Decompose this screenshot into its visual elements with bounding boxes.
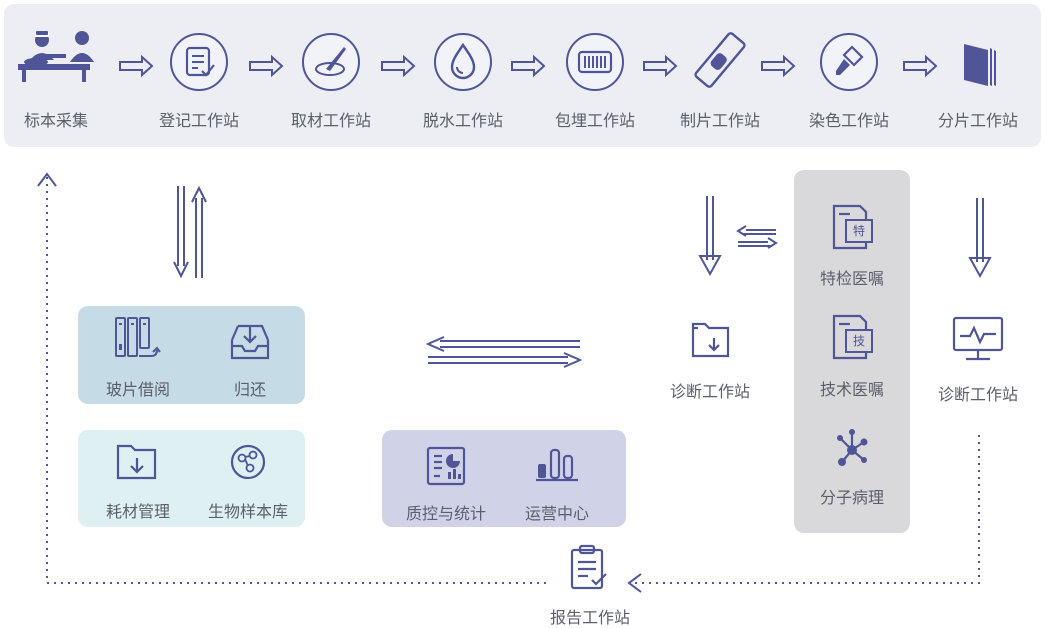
arrow-right-icon — [381, 54, 416, 78]
diagnosis-workstation-left-label: 诊断工作站 — [669, 382, 750, 401]
step-label-slide-making: 制片工作站 — [679, 111, 760, 130]
special-exam-order-label: 特检医嘱 — [819, 269, 884, 288]
special-order-doc-icon: 特 — [830, 204, 876, 252]
diagnosis-folder-icon — [690, 320, 732, 360]
water-drop-icon — [434, 33, 492, 91]
clipboard-check-icon — [568, 544, 612, 592]
registration-form-icon — [170, 33, 228, 91]
step-label-staining: 染色工作站 — [808, 111, 889, 130]
stain-brush-icon — [820, 33, 878, 91]
special-order-badge: 特 — [852, 224, 865, 238]
slide-borrow-icon — [113, 316, 161, 362]
step-label-slide-sorting: 分片工作站 — [937, 111, 1018, 130]
folder-download-icon — [115, 440, 159, 482]
bar-chart-icon — [536, 446, 578, 482]
slide-borrow-label: 玻片借阅 — [105, 380, 170, 399]
biobank-network-icon — [228, 442, 268, 482]
molecular-pathology-label: 分子病理 — [819, 488, 884, 507]
report-dashboard-icon — [426, 446, 466, 486]
arrow-right-icon — [119, 54, 154, 78]
slide-icon — [692, 30, 748, 90]
step-label-registration: 登记工作站 — [158, 111, 239, 130]
bidirectional-vertical-arrow-icon — [173, 185, 207, 279]
return-label: 归还 — [233, 380, 266, 399]
bidirectional-horizontal-arrow-icon — [425, 336, 583, 368]
embedding-cassette-icon — [566, 33, 624, 91]
consumables-biobank-panel — [78, 430, 305, 527]
arrow-down-icon — [968, 198, 992, 279]
molecule-icon — [830, 428, 874, 472]
tech-order-badge: 技 — [852, 334, 865, 348]
step-label-embedding: 包埋工作站 — [554, 111, 635, 130]
consumables-label: 耗材管理 — [105, 502, 170, 521]
diagnosis-workstation-right-label: 诊断工作站 — [937, 385, 1018, 404]
step-label-grossing: 取材工作站 — [290, 111, 371, 130]
arrow-right-icon — [249, 54, 284, 78]
arrow-right-icon — [511, 54, 546, 78]
monitor-pulse-icon — [950, 316, 1006, 362]
exchange-arrows-icon — [736, 225, 778, 249]
arrow-right-icon — [761, 54, 796, 78]
scalpel-dish-icon — [302, 33, 360, 91]
arrow-right-icon — [903, 54, 938, 78]
tech-order-doc-icon: 技 — [830, 314, 876, 362]
return-inbox-icon — [228, 320, 272, 364]
arrow-right-icon — [643, 54, 678, 78]
step-label-dehydration: 脱水工作站 — [422, 111, 503, 130]
quality-operations-panel — [382, 430, 626, 527]
doctor-patient-icon — [16, 26, 96, 86]
slide-stack-icon — [954, 40, 1004, 90]
arrow-down-icon — [698, 196, 722, 277]
report-workstation-label: 报告工作站 — [549, 608, 630, 627]
operations-center-label: 运营中心 — [524, 504, 589, 523]
step-label-specimen-collection: 标本采集 — [23, 111, 88, 130]
technical-order-label: 技术医嘱 — [819, 380, 884, 399]
biobank-label: 生物样本库 — [207, 502, 288, 521]
quality-stats-label: 质控与统计 — [405, 504, 486, 523]
